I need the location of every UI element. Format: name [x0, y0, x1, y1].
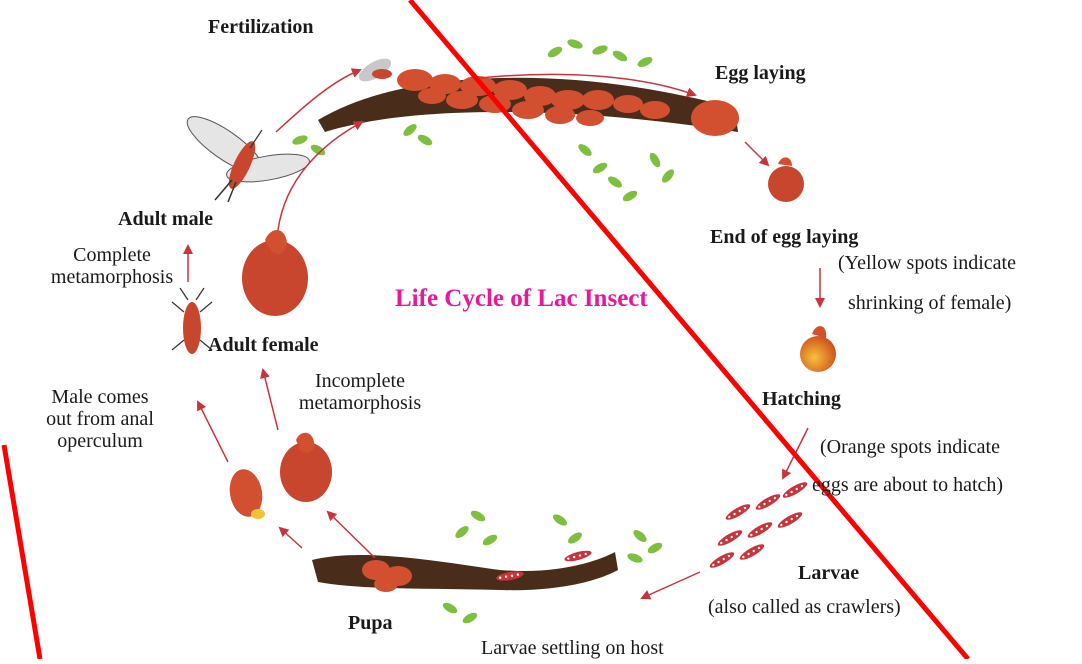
end-egg-laying-female-icon: [768, 157, 804, 202]
male-exit-line-1: Male comes: [30, 386, 170, 408]
label-fertilization: Fertilization: [208, 16, 314, 38]
note-yellow-spots-1: (Yellow spots indicate: [838, 252, 1016, 274]
male-exit-line-3: operculum: [30, 430, 170, 452]
note-orange-spots-2: eggs are about to hatch): [812, 474, 1003, 496]
male-pupa-icon: [226, 467, 266, 520]
note-orange-spots-1: (Orange spots indicate: [820, 436, 1000, 458]
bottom-branch: [312, 509, 664, 626]
label-complete-metamorphosis: Complete metamorphosis: [32, 244, 192, 288]
hatching-female-icon: [800, 326, 836, 372]
label-male-comes-out: Male comes out from anal operculum: [30, 386, 170, 452]
diagram-title: Life Cycle of Lac Insect: [395, 285, 648, 313]
label-larvae: Larvae: [798, 562, 859, 584]
label-larvae-settling: Larvae settling on host: [481, 637, 664, 659]
fertilization-insect-icon: [355, 54, 394, 86]
male-exit-line-2: out from anal: [30, 408, 170, 430]
label-incomplete-metamorphosis: Incomplete metamorphosis: [280, 370, 440, 414]
note-larvae-crawlers: (also called as crawlers): [708, 596, 901, 618]
developing-female-icon: [280, 433, 332, 502]
note-yellow-spots-2: shrinking of female): [848, 292, 1011, 314]
label-adult-male: Adult male: [118, 208, 213, 230]
larvae-crawlers-icon: [708, 480, 809, 571]
incomplete-line-1: Incomplete: [280, 370, 440, 392]
label-pupa: Pupa: [348, 612, 392, 634]
label-end-of-egg-laying: End of egg laying: [710, 226, 858, 248]
wingless-male-icon: [172, 288, 212, 354]
strike-line-left: [4, 445, 40, 659]
adult-female-icon: [242, 230, 308, 316]
complete-line-2: metamorphosis: [32, 266, 192, 288]
label-adult-female: Adult female: [208, 334, 319, 356]
label-hatching: Hatching: [762, 388, 841, 410]
complete-line-1: Complete: [32, 244, 192, 266]
incomplete-line-2: metamorphosis: [280, 392, 440, 414]
label-egg-laying: Egg laying: [715, 62, 806, 84]
